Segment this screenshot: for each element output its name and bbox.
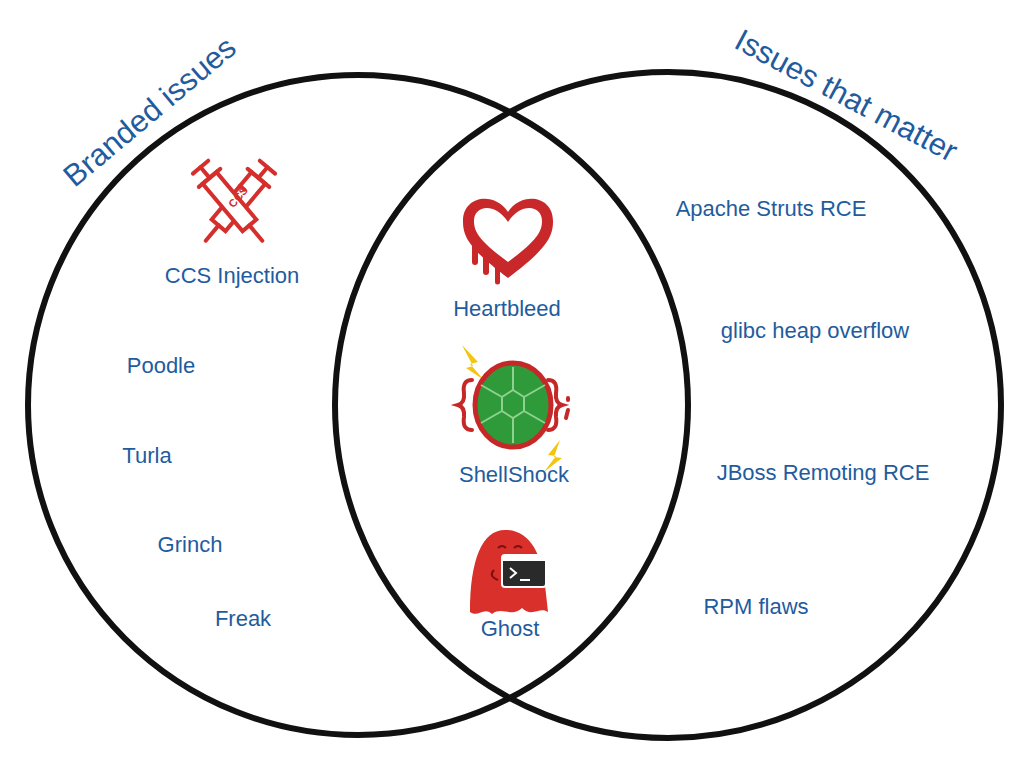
venn-circle: Issues that matterApache Struts RCEglibc… [329, 66, 1007, 744]
issue-name: ShellShock [459, 463, 569, 487]
circle-title: Issues that matter [729, 23, 963, 169]
issue-name: Grinch [158, 533, 223, 557]
ghost-icon [470, 530, 548, 614]
circle-outline [329, 66, 1007, 744]
issue-name: Poodle [127, 354, 196, 378]
issue-name: JBoss Remoting RCE [717, 461, 930, 485]
turtle-icon [458, 345, 568, 472]
issue-name: glibc heap overflow [721, 319, 909, 343]
issue-name: Apache Struts RCE [676, 197, 867, 221]
issue-name: Ghost [481, 617, 540, 641]
syringe-icon [190, 158, 278, 250]
issue-name: Turla [122, 444, 171, 468]
circle-outline [22, 69, 694, 741]
issue-name: RPM flaws [703, 595, 808, 619]
issue-name: CCS Injection [165, 264, 300, 288]
heart-icon [463, 199, 553, 285]
circle-title: Branded issues [57, 30, 243, 193]
venn-circle: Branded issuesCCS InjectionPoodleTurlaGr… [22, 69, 694, 741]
issue-name: Freak [215, 607, 271, 631]
issue-name: Heartbleed [453, 297, 561, 321]
